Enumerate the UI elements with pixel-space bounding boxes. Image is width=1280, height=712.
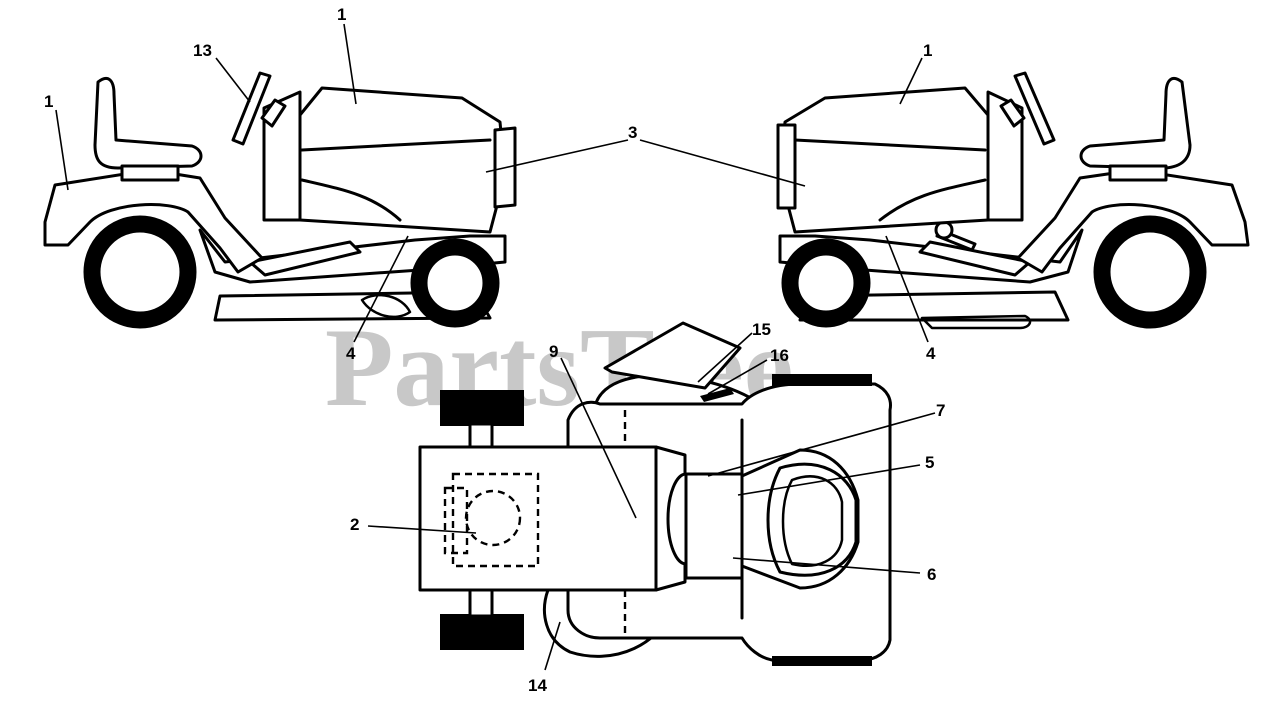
top-view: [418, 321, 892, 666]
top-seat-base: [443, 486, 469, 555]
top-hood: [740, 448, 860, 590]
leader-5: [737, 464, 921, 496]
leader-16: [707, 359, 768, 395]
left-seat-post: [120, 164, 180, 182]
leader-left-panel: [353, 235, 409, 343]
leader-9: [560, 357, 637, 519]
left-hood: [298, 86, 507, 234]
callout-14: 14: [528, 676, 547, 695]
leader-14: [544, 621, 561, 671]
top-axle-upper: [468, 422, 494, 450]
top-rear-fender: [418, 445, 658, 592]
leader-left-seat: [55, 109, 69, 191]
callout-1-left-seat: 1: [44, 92, 53, 111]
callout-1-left-hood: 1: [337, 5, 346, 24]
callout-9: 9: [549, 342, 558, 361]
callout-4-left: 4: [346, 344, 356, 363]
right-rear-wheel: [1093, 215, 1207, 329]
right-foot-pedal: [918, 240, 1032, 277]
leader-lines: [55, 23, 936, 671]
right-steering-post: [999, 98, 1026, 128]
callout-16: 16: [770, 346, 789, 365]
callout-4-right: 4: [926, 344, 936, 363]
left-front-wheel: [410, 238, 500, 328]
right-hood-seam: [793, 138, 987, 152]
callout-6: 6: [927, 565, 936, 584]
left-steering-wheel: [231, 71, 272, 146]
left-foot-pedal: [248, 240, 362, 277]
leader-left-hood: [343, 23, 357, 105]
right-deck-chute: [920, 314, 1032, 330]
right-seat: [1079, 77, 1192, 170]
right-seat-post: [1108, 164, 1168, 182]
right-front-wheel: [781, 238, 871, 328]
callout-1-right-hood: 1: [923, 41, 932, 60]
leader-3-left: [485, 139, 629, 173]
top-axle-lower: [468, 588, 494, 618]
callout-3: 3: [628, 123, 637, 142]
leader-2: [367, 525, 477, 534]
right-grille: [776, 123, 797, 210]
right-hood: [778, 86, 990, 234]
leader-6: [732, 557, 921, 574]
top-deck-decal: [700, 388, 734, 402]
leader-left-steering: [215, 57, 251, 103]
leader-7: [707, 412, 936, 477]
leader-3-right: [639, 139, 806, 187]
top-front-tire-lower: [772, 656, 872, 666]
left-side-panel-line: [300, 178, 402, 222]
right-side-view: [776, 71, 1250, 330]
top-hood-dome-outer: [766, 462, 858, 577]
top-rear-tire-lower: [440, 614, 524, 650]
left-hood-seam: [300, 138, 492, 152]
top-dash: [684, 472, 744, 580]
callout-15: 15: [752, 320, 771, 339]
left-side-view: [43, 71, 517, 329]
right-rear-fender: [1016, 168, 1250, 274]
callout-labels: 1 1 13 3 4 1 4 15 16 9 7 5 2 6 14: [44, 5, 945, 695]
left-seat: [93, 77, 203, 170]
top-discharge-chute: [603, 321, 742, 390]
leader-right-panel: [885, 235, 929, 343]
callout-13: 13: [193, 41, 212, 60]
leader-15: [697, 332, 753, 383]
top-front-tire-upper: [772, 374, 872, 386]
left-rear-wheel: [83, 215, 197, 329]
top-fuel-cap: [464, 489, 522, 547]
top-rear-tire-upper: [440, 390, 524, 426]
callout-2: 2: [350, 515, 359, 534]
top-seat-outline: [451, 472, 540, 568]
left-rear-fender: [43, 168, 264, 274]
right-side-panel-line: [878, 178, 987, 222]
callout-7: 7: [936, 401, 945, 420]
right-steering-wheel: [1013, 71, 1056, 146]
leader-right-hood: [899, 57, 923, 105]
callout-5: 5: [925, 453, 934, 472]
left-steering-post: [260, 98, 287, 128]
